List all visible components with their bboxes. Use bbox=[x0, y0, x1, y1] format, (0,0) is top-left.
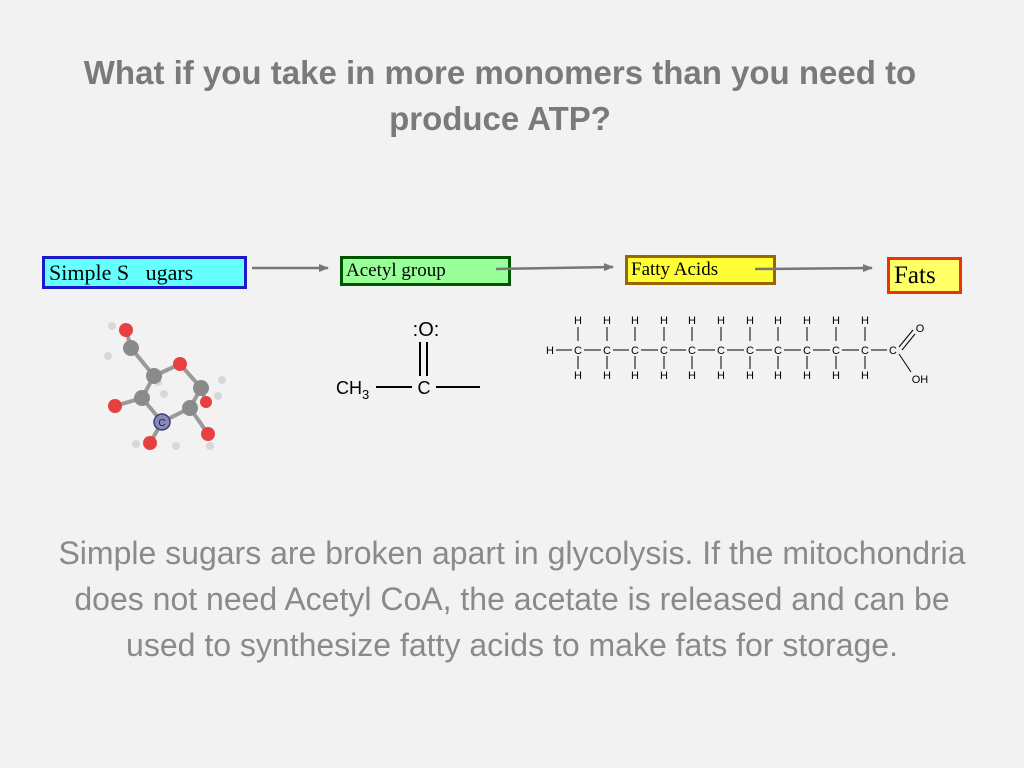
bond bbox=[901, 333, 916, 351]
chain-hydrogen-top: H bbox=[574, 315, 582, 327]
arrow-acetyl-to-fatty bbox=[495, 263, 614, 272]
bond bbox=[898, 329, 914, 348]
glucose-center-atom-label: C bbox=[158, 418, 165, 429]
simple-sugars-box: Simple S ugars bbox=[42, 256, 247, 289]
acetyl-carbon-label: C bbox=[418, 378, 431, 398]
chain-carbon: C bbox=[574, 345, 582, 357]
chain-carbon: C bbox=[803, 345, 811, 357]
fatty-acids-box: Fatty Acids bbox=[625, 255, 776, 285]
chain-hydrogen-top: H bbox=[631, 315, 639, 327]
acetyl-oxygen-label: :O: bbox=[413, 319, 440, 341]
fats-box: Fats bbox=[887, 257, 962, 294]
glucose-molecule-model: C bbox=[104, 322, 226, 450]
acetyl-structure: :O: CH3 C bbox=[336, 319, 480, 402]
methyl-subscript: 3 bbox=[362, 387, 369, 402]
carbonyl-oxygen: O bbox=[916, 323, 925, 335]
chain-hydrogen-top: H bbox=[717, 315, 725, 327]
hydroxyl-label: OH bbox=[912, 374, 929, 386]
chain-carbon: C bbox=[688, 345, 696, 357]
chain-hydrogen-top: H bbox=[746, 315, 754, 327]
svg-text:CH3: CH3 bbox=[336, 378, 369, 402]
chain-hydrogen-bottom: H bbox=[574, 370, 582, 382]
chain-hydrogen-top: H bbox=[660, 315, 668, 327]
chain-hydrogen-top: H bbox=[803, 315, 811, 327]
chain-carbon: C bbox=[631, 345, 639, 357]
bond bbox=[898, 353, 912, 373]
chain-carbon: C bbox=[603, 345, 611, 357]
chain-carbon: C bbox=[861, 345, 869, 357]
methyl-label: CH bbox=[336, 378, 362, 398]
chain-hydrogen-bottom: H bbox=[603, 370, 611, 382]
chain-hydrogen-top: H bbox=[603, 315, 611, 327]
chain-hydrogen-top: H bbox=[861, 315, 869, 327]
slide-title: What if you take in more monomers than y… bbox=[83, 54, 917, 137]
chain-hydrogen-bottom: H bbox=[746, 370, 754, 382]
chain-carbon: C bbox=[889, 345, 897, 357]
chain-hydrogen-bottom: H bbox=[717, 370, 725, 382]
chain-hydrogen-top: H bbox=[832, 315, 840, 327]
chain-hydrogen-top: H bbox=[688, 315, 696, 327]
chain-hydrogen-bottom: H bbox=[803, 370, 811, 382]
fatty-acid-structure: H C H H C H H C H H C H H C H H C H H C H H C H H C H H C H H C H H C O OH bbox=[546, 315, 929, 386]
chain-hydrogen-top: H bbox=[774, 315, 782, 327]
arrow-fatty-to-fats bbox=[754, 264, 873, 273]
chain-carbon: C bbox=[717, 345, 725, 357]
description-text: Simple sugars are broken apart in glycol… bbox=[58, 535, 966, 663]
chain-carbon: C bbox=[660, 345, 668, 357]
chain-hydrogen-bottom: H bbox=[631, 370, 639, 382]
terminal-hydrogen: H bbox=[546, 345, 554, 357]
chain-hydrogen-bottom: H bbox=[774, 370, 782, 382]
chain-hydrogen-bottom: H bbox=[688, 370, 696, 382]
chain-hydrogen-bottom: H bbox=[832, 370, 840, 382]
acetyl-group-box: Acetyl group bbox=[340, 256, 511, 286]
chain-carbon: C bbox=[746, 345, 754, 357]
chain-carbon: C bbox=[832, 345, 840, 357]
chain-hydrogen-bottom: H bbox=[660, 370, 668, 382]
chain-hydrogen-bottom: H bbox=[861, 370, 869, 382]
chain-carbon: C bbox=[774, 345, 782, 357]
